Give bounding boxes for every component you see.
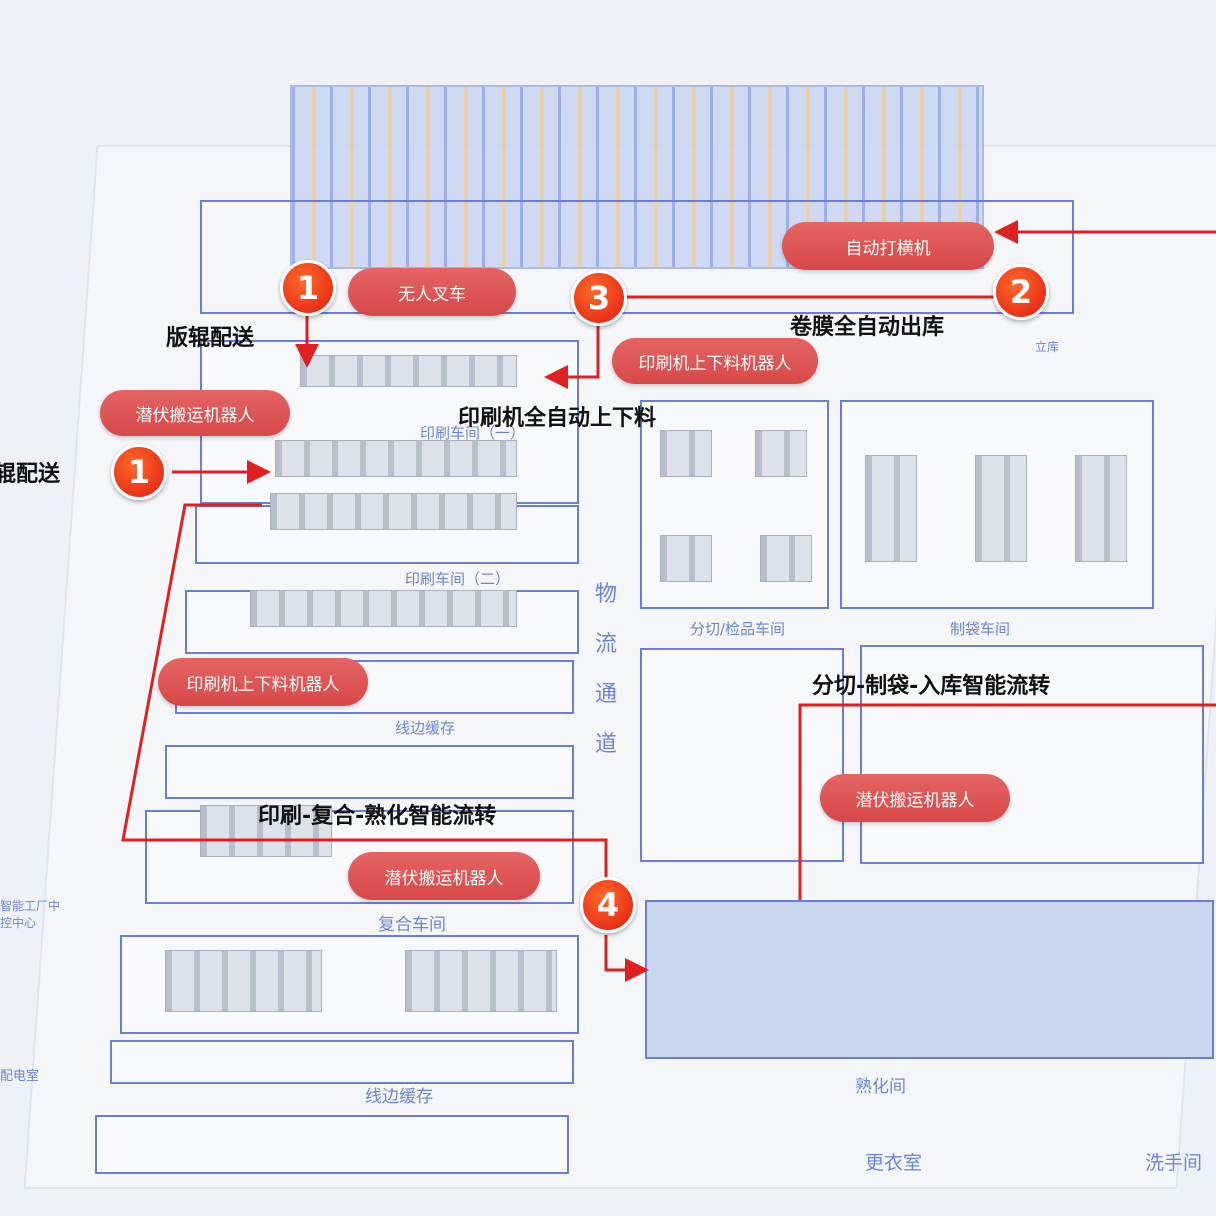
printing-machine	[300, 355, 517, 387]
zone-label: 立库	[1035, 340, 1060, 354]
slitting-zone-2	[640, 648, 844, 862]
step-marker-1: 1	[111, 444, 167, 500]
printing-machine	[250, 590, 517, 627]
caption-slit-bag-flow: 分切-制袋-入库智能流转	[812, 674, 1051, 699]
step-marker-2: 2	[993, 264, 1049, 320]
slitter	[660, 535, 712, 582]
zone-label: 配电室	[0, 1069, 40, 1084]
caption-roller-delivery: 版辊配送	[166, 326, 255, 351]
zone-label: 线边缓存	[365, 1087, 433, 1107]
slitter	[755, 430, 807, 477]
step-marker-3: 3	[571, 270, 627, 326]
pill-auto-crosser: 自动打横机	[782, 222, 994, 270]
zone-label: 熟化间	[855, 1077, 906, 1097]
caption-film-outbound: 卷膜全自动出库	[790, 315, 945, 340]
bagmaking-zone-2	[860, 645, 1204, 864]
pill-agv-forklift: 无人叉车	[348, 268, 516, 316]
step-marker-1: 1	[280, 260, 336, 316]
bag-machine	[975, 455, 1027, 562]
zone-label: 印刷车间（二）	[405, 570, 511, 588]
laminating-machine	[405, 950, 557, 1012]
line-buffer-zone-2	[110, 1040, 574, 1084]
warehouse-zone	[200, 200, 1074, 314]
pill-latent-robot: 潜伏搬运机器人	[348, 852, 540, 900]
printing-machine	[270, 493, 517, 530]
bag-machine	[1075, 455, 1127, 562]
zone-label: 智能工厂中控中心	[0, 899, 61, 930]
printing-machine	[275, 440, 517, 477]
zone-label: 复合车间	[378, 915, 446, 935]
zone-label: 更衣室	[865, 1152, 923, 1174]
laminating-machine	[165, 950, 322, 1012]
caption-print-laminate-flow: 印刷-复合-熟化智能流转	[258, 804, 497, 829]
slitter	[760, 535, 812, 582]
zone-label: 制袋车间	[950, 620, 1011, 638]
line-buffer-zone-2b	[95, 1115, 569, 1174]
zone-label: 分切/检品车间	[690, 620, 786, 638]
zone-label: 物流通道	[595, 582, 618, 757]
caption-roller-delivery-partial: 辊配送	[0, 462, 61, 487]
slitter	[660, 430, 712, 477]
pill-latent-robot: 潜伏搬运机器人	[820, 774, 1010, 822]
step-marker-4: 4	[580, 877, 636, 933]
caption-printer-auto-loading: 印刷机全自动上下料	[458, 406, 657, 431]
arrow-line	[121, 503, 608, 880]
pill-printer-robot: 印刷机上下料机器人	[612, 338, 818, 384]
pill-latent-robot: 潜伏搬运机器人	[100, 390, 290, 436]
arrow-line	[544, 325, 600, 389]
arrow-line	[798, 703, 1216, 900]
bag-machine	[865, 455, 917, 562]
zone-label: 印刷车间（一）	[420, 424, 526, 442]
arrow-line	[604, 935, 649, 982]
pill-printer-robot: 印刷机上下料机器人	[158, 658, 368, 706]
zone-label: 洗手间	[1145, 1152, 1203, 1174]
laminating-machine	[200, 805, 332, 857]
line-buffer-zone-1b	[165, 745, 574, 799]
curing-room	[645, 900, 1214, 1059]
zone-label: 线边缓存	[395, 719, 456, 737]
